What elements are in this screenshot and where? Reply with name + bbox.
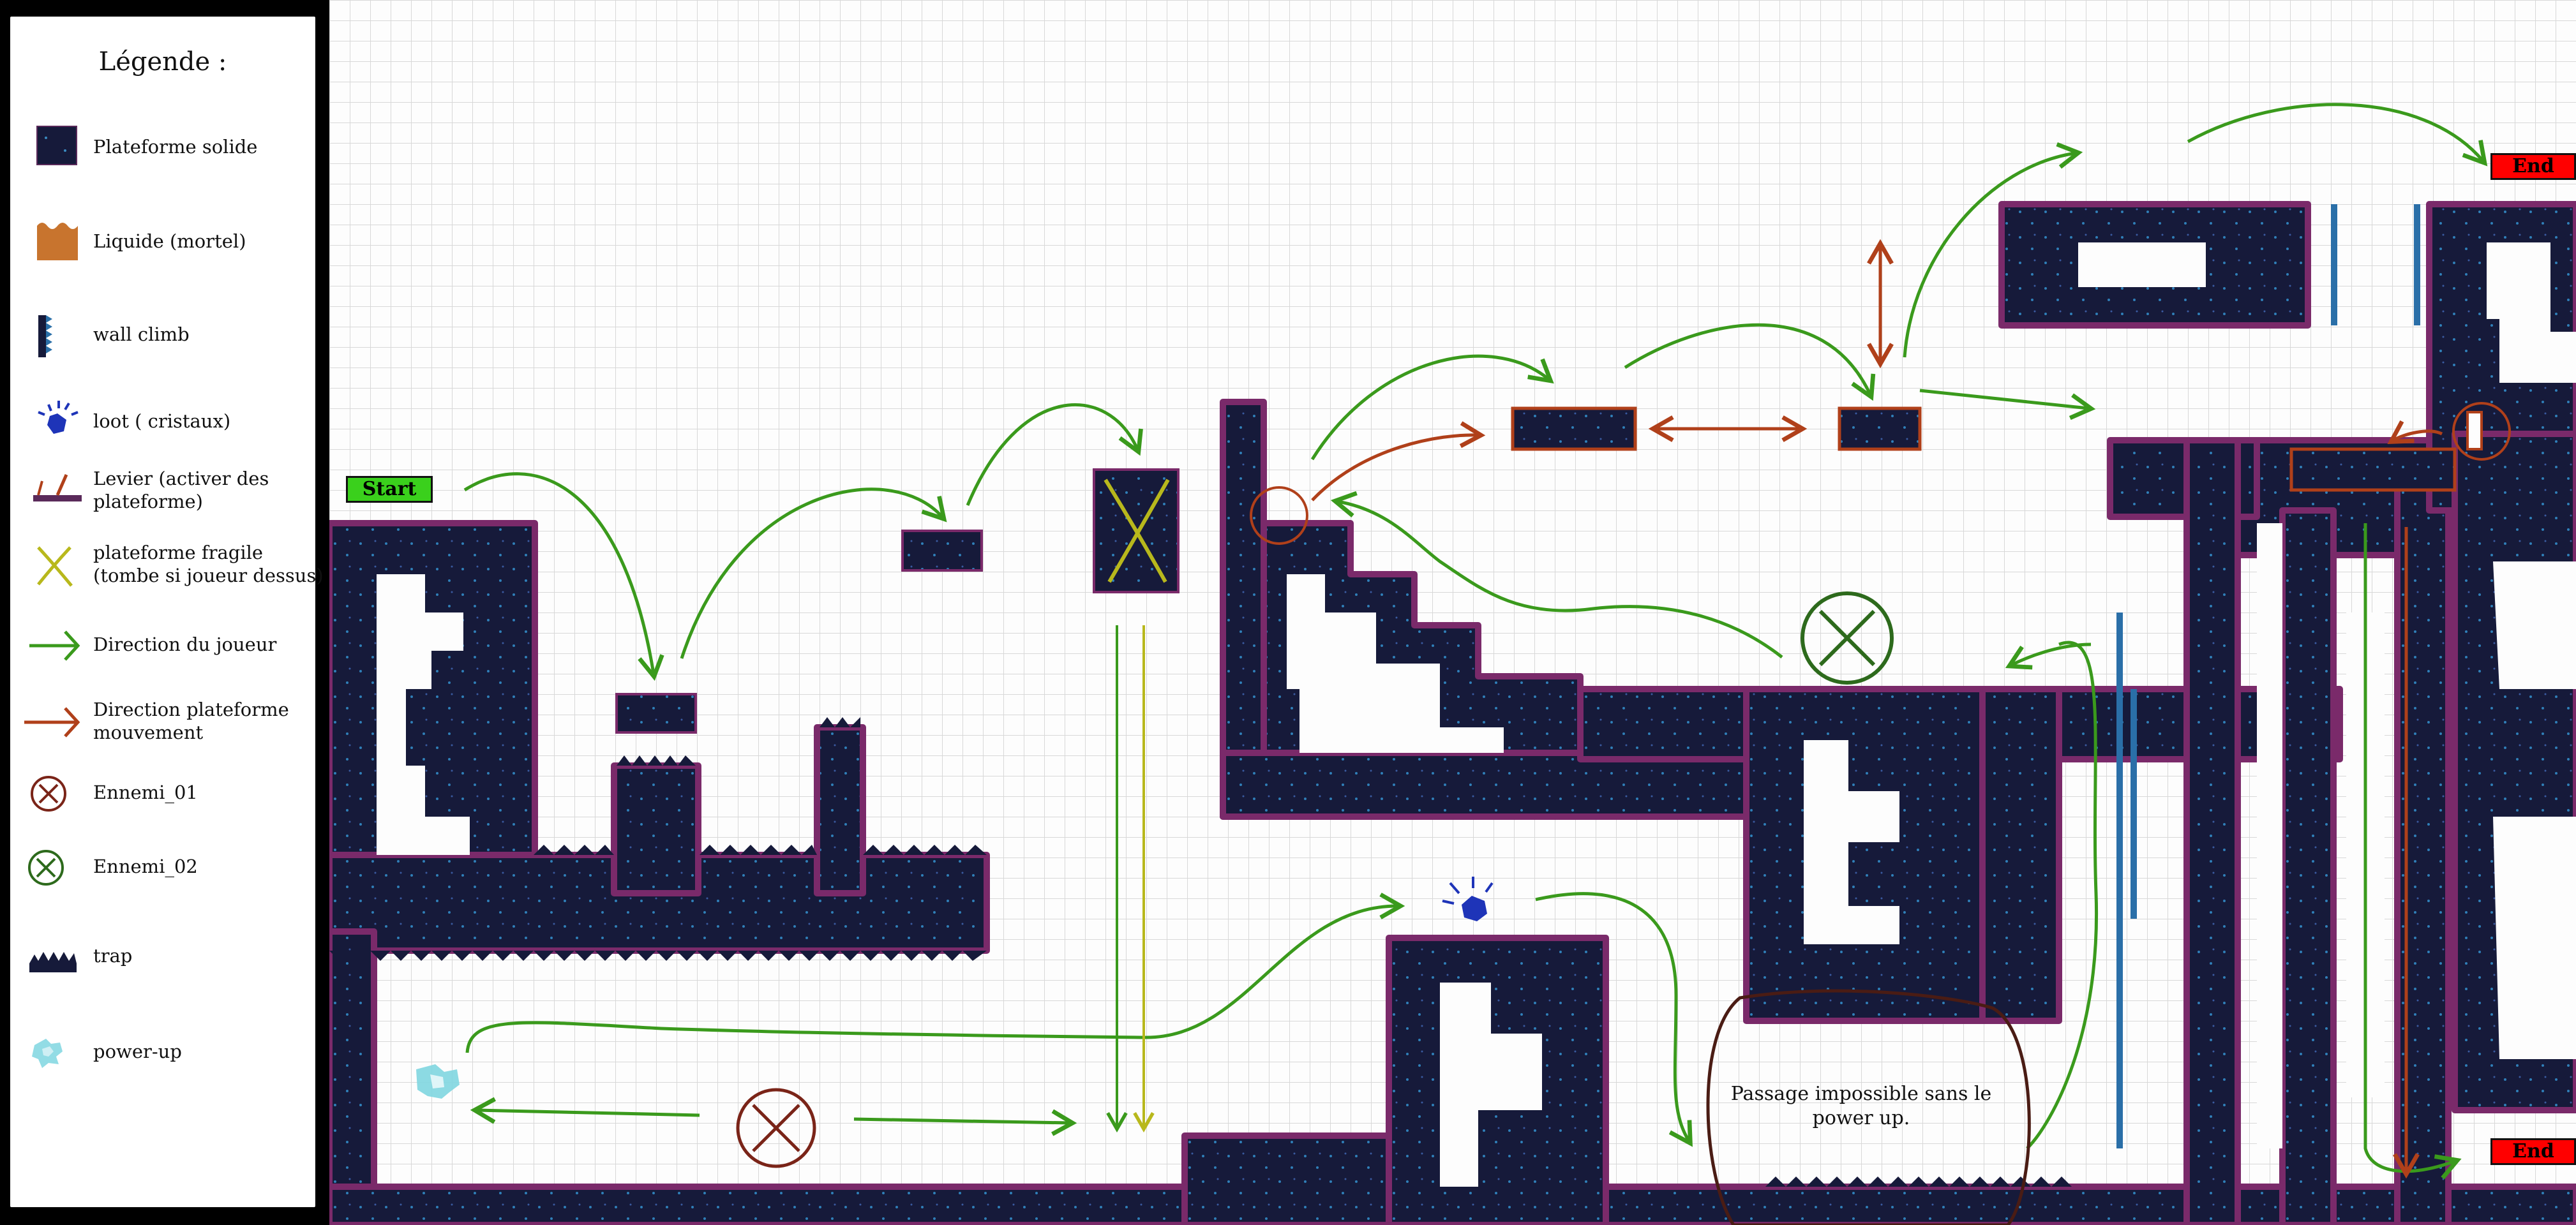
passage-note-line1: Passage impossible sans le	[1695, 1082, 2027, 1106]
enemy-01	[738, 1090, 814, 1166]
legend-item-lever: Levier (activer des plateforme)	[10, 458, 315, 528]
player-direction-arrow-icon	[20, 612, 84, 676]
power-up-icon	[20, 1020, 84, 1083]
legend-item-player-direction: Direction du joueur	[10, 612, 315, 683]
legend-item-trap: trap	[10, 924, 315, 994]
legend-item-loot: loot ( cristaux)	[10, 389, 315, 459]
legend-label: wall climb	[93, 323, 190, 346]
enemy-02-icon	[20, 835, 84, 898]
legend-label: Ennemi_01	[93, 781, 198, 804]
legend-item-enemy-01: Ennemi_01	[10, 761, 315, 831]
legend-label: Direction plateforme	[93, 698, 289, 721]
legend-item-power-up: power-up	[10, 1020, 315, 1090]
legend-item-enemy-02: Ennemi_02	[10, 835, 315, 905]
fragile-platform-icon	[20, 532, 84, 596]
legend-label: plateforme fragile	[93, 541, 263, 564]
legend-label: Levier (activer des	[93, 467, 269, 490]
legend-item-platform-direction: Direction plateforme mouvement	[10, 689, 315, 759]
moving-platform-1	[1513, 408, 1635, 449]
legend-label: Liquide (mortel)	[93, 230, 246, 253]
legend-item-fragile-platform: plateforme fragile (tombe si joueur dess…	[10, 532, 315, 602]
lever-icon	[20, 458, 84, 522]
legend-label-line2: (tombe si joueur dessus)	[93, 564, 324, 587]
legend-label: Ennemi_02	[93, 855, 198, 878]
wall-climb-icon	[20, 302, 84, 366]
level-map: Start End End Passage impossible sans le…	[329, 0, 2576, 1225]
level-geometry	[329, 0, 2576, 1225]
legend-label-line2: plateforme)	[93, 490, 203, 513]
legend-label: loot ( cristaux)	[93, 410, 230, 433]
moving-platform-3	[2291, 449, 2455, 490]
legend-label: power-up	[93, 1040, 182, 1063]
fragile-fall-path	[1117, 625, 1144, 1127]
moving-platform-2	[1839, 408, 1920, 449]
moving-platforms	[1513, 408, 2455, 490]
legend-label-line2: mouvement	[93, 721, 203, 744]
passage-note-line2: power up.	[1695, 1106, 2027, 1131]
platform-direction-arrow-icon	[20, 689, 84, 753]
legend-label: Plateforme solide	[93, 135, 257, 158]
legend-title: Légende :	[10, 47, 315, 77]
power-up	[416, 1064, 460, 1099]
floating-platforms	[617, 470, 1178, 732]
crystal-loot	[1442, 877, 1492, 921]
enemy-01-icon	[20, 761, 84, 824]
legend-label: Direction du joueur	[93, 633, 276, 656]
solid-platform-icon	[20, 112, 84, 176]
legend-panel: Légende : Plateforme solide Liquide (mor…	[10, 17, 315, 1207]
end-marker-bottom: End	[2490, 1138, 2576, 1165]
legend-item-solid-platform: Plateforme solide	[10, 112, 315, 182]
crystal-loot-icon	[20, 389, 84, 453]
passage-note: Passage impossible sans le power up.	[1695, 1082, 2027, 1131]
legend-item-liquid: Liquide (mortel)	[10, 207, 315, 277]
trap-icon	[20, 924, 84, 988]
start-marker: Start	[346, 476, 433, 503]
liquid-icon	[20, 207, 84, 271]
enemy-02	[1802, 593, 1892, 683]
end-marker-top: End	[2490, 153, 2576, 180]
legend-label: trap	[93, 944, 132, 967]
platform-floating-2	[902, 531, 982, 570]
platform-floating-1	[617, 694, 696, 732]
legend-item-wall-climb: wall climb	[10, 302, 315, 373]
